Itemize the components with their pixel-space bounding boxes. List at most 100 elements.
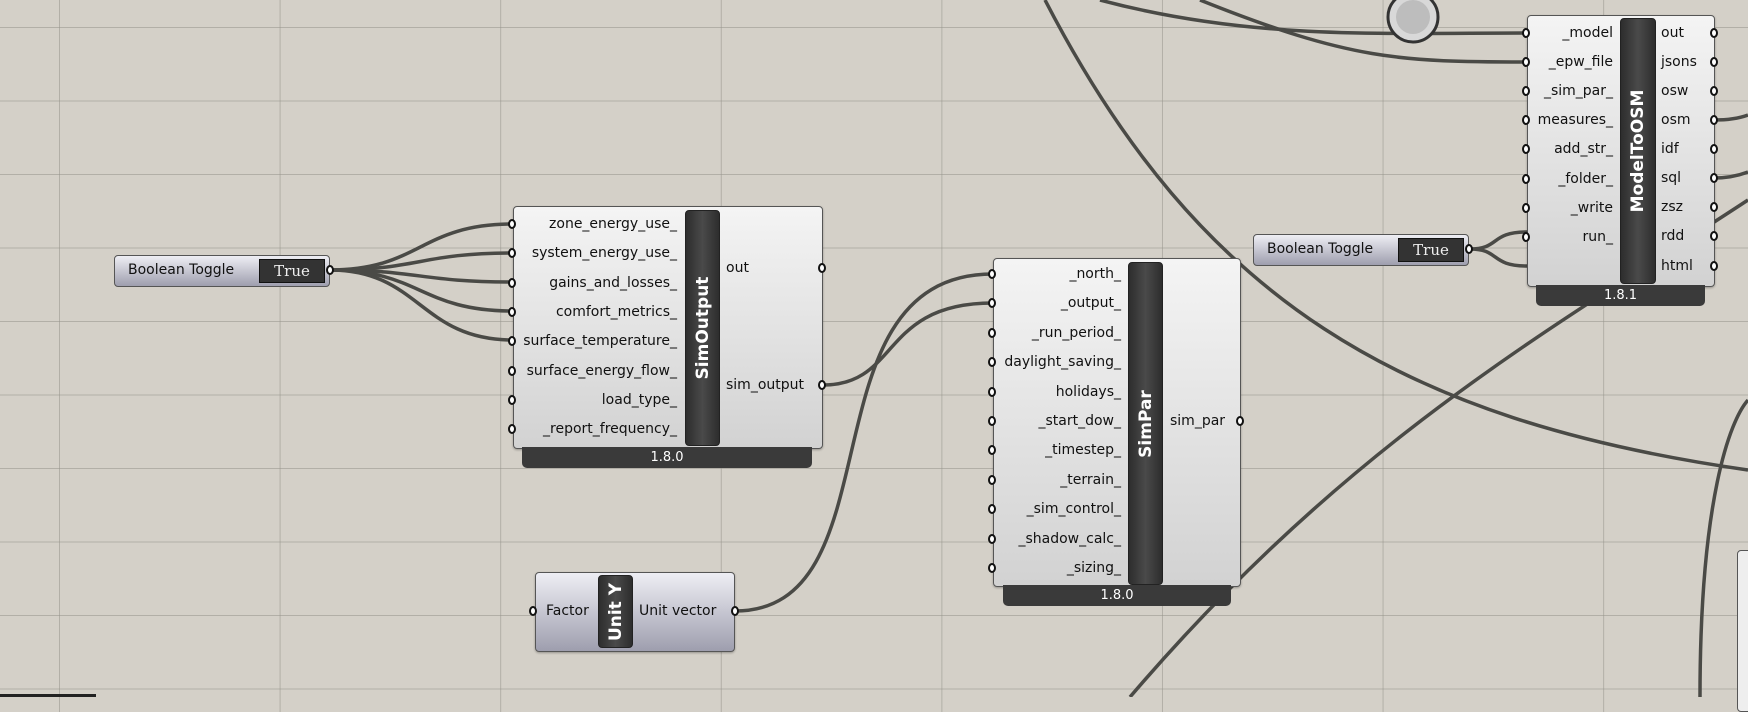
input-label: _folder_ — [1558, 170, 1613, 187]
input-port[interactable] — [1522, 28, 1530, 38]
input-port[interactable] — [508, 365, 516, 376]
output-label: sim_par — [1170, 413, 1226, 429]
input-port[interactable] — [1522, 144, 1530, 155]
input-port[interactable] — [508, 306, 516, 317]
output-label: zsz — [1661, 199, 1683, 215]
input-port[interactable] — [988, 327, 996, 338]
offscreen-element-edge — [0, 694, 96, 697]
boolean-toggle-2[interactable]: Boolean Toggle True — [1253, 234, 1469, 266]
component-title-bar[interactable]: SimOutput — [685, 210, 720, 446]
output-port[interactable] — [1236, 416, 1244, 426]
input-label: holidays_ — [1055, 383, 1121, 400]
version-label: 1.8.1 — [1536, 285, 1705, 306]
sim-par-component[interactable] — [993, 258, 1241, 587]
toggle-value[interactable]: True — [259, 259, 325, 283]
input-port[interactable] — [1522, 115, 1530, 126]
wire — [1469, 230, 1528, 251]
input-port[interactable] — [988, 533, 996, 544]
output-label: rdd — [1661, 228, 1685, 244]
component-title: ModelToOSM — [1628, 89, 1648, 213]
input-label: _terrain_ — [1060, 471, 1121, 488]
input-port[interactable] — [988, 474, 996, 485]
wire — [1713, 113, 1748, 122]
input-label: _sim_par_ — [1543, 83, 1613, 100]
output-port[interactable] — [1710, 115, 1718, 125]
input-port[interactable] — [988, 416, 996, 426]
output-port[interactable] — [1710, 202, 1718, 212]
input-port[interactable] — [988, 445, 996, 456]
output-port[interactable] — [818, 263, 826, 273]
boolean-toggle-1[interactable]: Boolean Toggle True — [114, 255, 330, 287]
input-port[interactable] — [508, 277, 516, 288]
output-port[interactable] — [1710, 144, 1718, 154]
input-port[interactable] — [508, 248, 516, 259]
input-port[interactable] — [988, 357, 996, 368]
input-port[interactable] — [508, 394, 516, 405]
input-label: load_type_ — [601, 391, 677, 408]
output-port[interactable] — [818, 380, 826, 390]
input-port[interactable] — [508, 219, 516, 229]
wire — [1099, 0, 1528, 36]
component-title-bar[interactable]: Unit Y — [598, 575, 633, 648]
input-label: surface_energy_flow_ — [526, 362, 677, 379]
output-port[interactable] — [731, 606, 739, 616]
input-port[interactable] — [988, 298, 996, 309]
toggle-label: Boolean Toggle — [1267, 241, 1374, 257]
input-port[interactable] — [988, 269, 996, 279]
input-port[interactable] — [1522, 57, 1530, 68]
output-label: osm — [1661, 112, 1691, 128]
input-label: system_energy_use_ — [531, 245, 677, 262]
input-port[interactable] — [988, 504, 996, 515]
input-port[interactable] — [508, 336, 516, 347]
output-label: html — [1661, 258, 1693, 274]
wire — [1043, 0, 1748, 472]
input-label: _model — [1562, 25, 1613, 41]
component-title: SimOutput — [692, 276, 713, 380]
output-label: out — [726, 260, 749, 276]
output-label: sql — [1661, 170, 1682, 186]
output-port[interactable] — [1710, 28, 1718, 38]
output-port[interactable] — [1465, 244, 1473, 254]
input-port[interactable] — [988, 386, 996, 397]
wires-layer — [329, 0, 1748, 697]
component-title-bar[interactable]: SimPar — [1128, 262, 1163, 585]
input-label: _shadow_calc_ — [1018, 530, 1121, 547]
input-label: _run_period_ — [1031, 324, 1121, 341]
input-port[interactable] — [508, 424, 516, 435]
input-label: gains_and_losses_ — [549, 274, 677, 291]
component-title-bar[interactable]: ModelToOSM — [1620, 18, 1656, 284]
output-port[interactable] — [326, 265, 334, 275]
input-port[interactable] — [1522, 86, 1530, 97]
input-label: add_str_ — [1554, 141, 1613, 158]
output-port[interactable] — [1710, 57, 1718, 67]
output-label: sim_output — [726, 377, 804, 393]
version-label: 1.8.0 — [1003, 585, 1231, 606]
sim-output-component[interactable] — [513, 206, 823, 449]
input-label: _north_ — [1069, 266, 1121, 282]
input-label: _write — [1570, 199, 1613, 216]
wire — [1199, 0, 1528, 64]
input-port[interactable] — [1522, 202, 1530, 213]
input-port[interactable] — [529, 606, 537, 616]
wire — [734, 272, 994, 613]
input-port[interactable] — [1522, 231, 1530, 242]
input-label: surface_temperature_ — [523, 333, 677, 350]
unit-y-component[interactable] — [535, 572, 735, 652]
wire — [329, 222, 514, 272]
input-label: _timestep_ — [1045, 442, 1121, 459]
toggle-value[interactable]: True — [1398, 238, 1464, 262]
output-port[interactable] — [1710, 231, 1718, 241]
wire — [822, 301, 994, 387]
input-label: daylight_saving_ — [1004, 354, 1121, 371]
input-label: _sizing_ — [1066, 560, 1121, 576]
wire — [1713, 170, 1748, 180]
input-port[interactable] — [988, 563, 996, 573]
wire — [1698, 398, 1748, 697]
version-label: 1.8.0 — [522, 447, 812, 468]
output-port[interactable] — [1710, 173, 1718, 183]
output-port[interactable] — [1710, 86, 1718, 96]
input-label-factor: Factor — [546, 603, 589, 619]
input-label: run_ — [1582, 228, 1613, 245]
output-port[interactable] — [1710, 261, 1718, 271]
input-port[interactable] — [1522, 173, 1530, 184]
